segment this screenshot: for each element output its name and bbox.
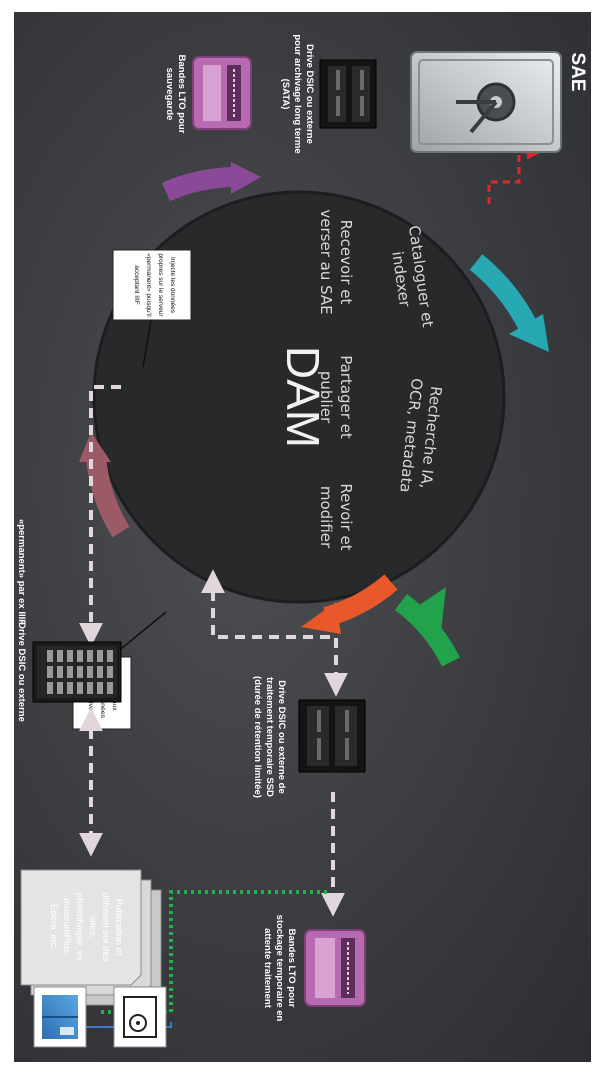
- perm-drive-label-1: Drive DSIC ou externe: [16, 622, 27, 722]
- sae-tapes-label: Bandes LTO pour sauvegarde: [164, 55, 187, 134]
- cycle-arrow-review-head: [79, 432, 111, 462]
- tape-cartridge-icon: [192, 56, 252, 130]
- publication-label-5: museumPlus,: [61, 898, 72, 956]
- temp-drive-label-1: Drive DSIC ou externe de: [276, 680, 287, 794]
- white-dashed-path-temp: [201, 569, 348, 697]
- dam-title: DAM: [277, 346, 329, 448]
- link-dam-to-perm-drive: [79, 385, 121, 647]
- rack-server-icon: [32, 641, 122, 703]
- sae-drive-label-1: Drive DSIC ou externe: [304, 44, 315, 144]
- temp-drive-label-2: traitement temporaire SSD: [264, 677, 275, 797]
- note-inject-1: Injecte les données: [169, 257, 176, 314]
- lto-pending-label: Bandes LTO pour stockage temporaire en a…: [262, 915, 297, 1022]
- server-icon: [319, 59, 377, 129]
- safe-icon: [410, 51, 562, 153]
- camera-icon: [113, 986, 167, 1048]
- document-stack-icon: [20, 869, 162, 1006]
- cycle-arrow-receive-head: [409, 587, 446, 632]
- publication-label-3: sites,: [87, 916, 98, 938]
- sae-title: SAE: [567, 52, 588, 91]
- cycle-arrow-search-head: [231, 162, 261, 194]
- sae-drive-label-2: pour archivage long terme: [292, 34, 303, 153]
- publication-label-2: diffusion sur des: [100, 892, 111, 961]
- note-inject-2: propres sur le serveur: [157, 253, 164, 317]
- diagram-stage: DAM Cataloguer et indexer Recevoir et ve…: [14, 12, 591, 1062]
- link-dam-to-temp-drive: [201, 569, 348, 697]
- link-dam-to-sae: [487, 144, 542, 204]
- publication-label-1: Publication et: [113, 898, 124, 955]
- step-receive: Recevoir et verser au SAE: [317, 209, 355, 314]
- publication-label-4: photothèque, ex: [74, 893, 85, 961]
- step-review-line2: modifier: [317, 486, 335, 549]
- note-inject-pointer: [142, 319, 152, 368]
- step-review-line1: Revoir et: [337, 483, 355, 550]
- cycle-arrow-receive: [394, 594, 460, 667]
- scanner-icon: [33, 986, 87, 1048]
- note-inject-3: «permanent» puisqu'il: [145, 253, 152, 317]
- sae-drive-label: Drive DSIC ou externe pour archivage lon…: [280, 34, 315, 153]
- tape-cartridge-icon-pending: [304, 929, 366, 1007]
- lto-pending-label-1: Bandes LTO pour: [286, 929, 297, 1008]
- note-inject: Injecte les données propres sur le serve…: [112, 249, 192, 368]
- step-receive-line1: Recevoir et: [337, 220, 355, 305]
- step-share: Partager et publier: [317, 355, 355, 439]
- white-dashed-path-perm: [79, 385, 121, 647]
- step-share-line2: publier: [317, 371, 335, 424]
- cycle-arrow-share-head: [301, 602, 341, 634]
- diagram-rotated-frame: DAM Cataloguer et indexer Recevoir et ve…: [14, 12, 591, 1062]
- cycle-arrow-search: [161, 167, 237, 202]
- cycle-arrow-review: [86, 455, 130, 538]
- step-review: Revoir et modifier: [317, 483, 355, 550]
- sae-tapes-label-1: Bandes LTO pour: [176, 55, 187, 134]
- temp-drive-label: Drive DSIC ou externe de traitement temp…: [252, 676, 287, 798]
- step-share-line1: Partager et: [337, 355, 355, 439]
- temp-drive-label-3: (durée de rétention limitée): [252, 676, 263, 798]
- note-inject-4: acceptant IIIF: [133, 265, 140, 304]
- perm-drive-label-2: «permanent» par ex IIIF: [16, 519, 27, 625]
- dam-cycle: DAM Cataloguer et indexer Recevoir et ve…: [79, 162, 549, 667]
- lto-pending-label-2: stockage temporaire en: [274, 915, 285, 1022]
- publication-label: Publication et diffusion sur des sites, …: [48, 892, 124, 961]
- publication-label-6: Edera, etc.: [48, 904, 59, 950]
- step-receive-line2: verser au SAE: [317, 209, 335, 314]
- perm-drive-label: Drive DSIC ou externe: [16, 622, 27, 722]
- cycle-arrow-catalog-head: [509, 314, 549, 352]
- workflow-diagram: DAM Cataloguer et indexer Recevoir et ve…: [16, 34, 588, 1048]
- red-dashed-path: [487, 144, 542, 204]
- sae-drive-label-3: (SATA): [280, 79, 291, 110]
- lto-pending-label-3: attente traitement: [262, 928, 273, 1009]
- sae-tapes-label-2: sauvegarde: [164, 68, 175, 121]
- temp-drive-icon: [298, 699, 366, 773]
